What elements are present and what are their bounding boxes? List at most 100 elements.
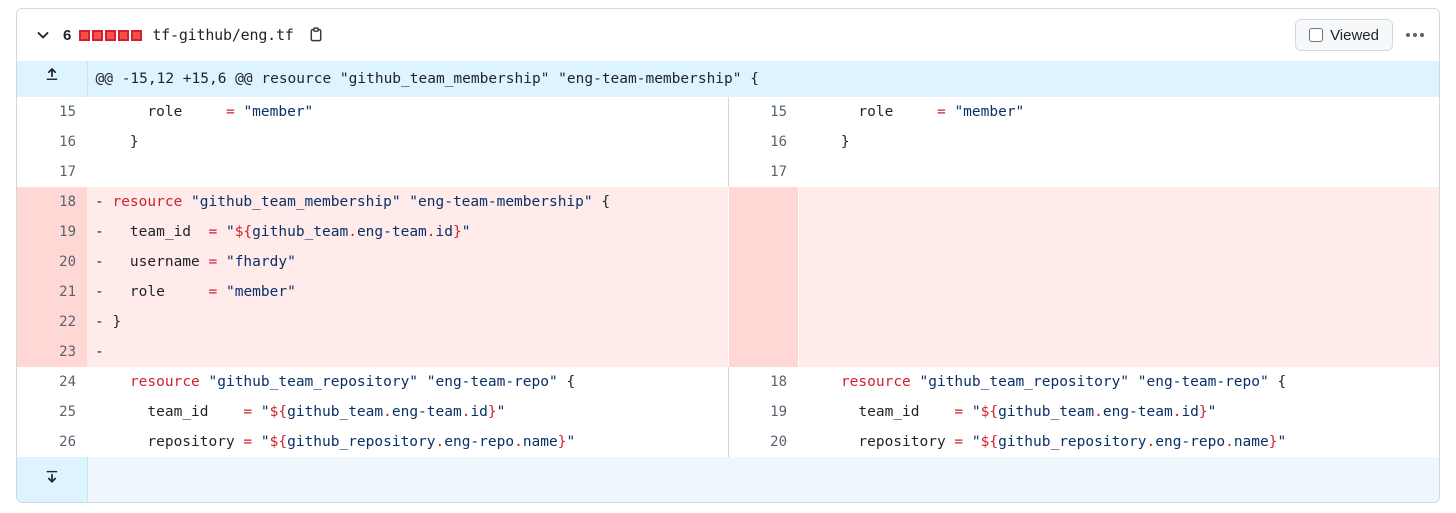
diff-table: @@ -15,12 +15,6 @@ resource "github_team… (17, 61, 1439, 502)
line-number-right[interactable]: 17 (727, 157, 798, 187)
code-token: resource (112, 194, 183, 210)
code-cell-left[interactable]: - team_id = "${github_team.eng-team.id}" (87, 217, 728, 247)
code-token: . (514, 434, 523, 450)
diffstat-block (105, 29, 117, 41)
code-token: "eng-team-repo" (426, 374, 558, 390)
code-cell-left[interactable]: - } (87, 307, 728, 337)
code-token: " (1277, 434, 1287, 450)
code-token: . (1094, 404, 1103, 420)
code-token: } (1198, 404, 1208, 420)
diff-marker: - (95, 224, 113, 240)
code-token: id (1181, 404, 1199, 420)
code-token: { (557, 374, 576, 390)
diff-row-context: 15 role = "member"15 role = "member" (17, 97, 1439, 127)
diff-row-context: 16 }16 } (17, 127, 1439, 157)
code-cell-left[interactable] (87, 157, 728, 187)
line-number-right[interactable]: 19 (727, 397, 798, 427)
diff-row-deletion: 21- role = "member" (17, 277, 1439, 307)
line-number-left[interactable]: 18 (17, 187, 87, 217)
code-cell-right[interactable]: } (798, 127, 1439, 157)
code-token: role (112, 104, 183, 120)
code-token (217, 254, 226, 270)
code-cell-right-blank (797, 187, 1439, 217)
code-cell-right[interactable] (798, 157, 1439, 187)
diffstat-blocks (79, 29, 143, 41)
code-cell-right[interactable]: resource "github_team_repository" "eng-t… (798, 367, 1439, 397)
code-token: = (243, 404, 253, 420)
code-cell-left[interactable]: - role = "member" (87, 277, 728, 307)
line-number-left[interactable]: 25 (17, 397, 87, 427)
diff-marker: - (95, 194, 113, 210)
code-token: github_repository (287, 434, 436, 450)
code-token (182, 194, 191, 210)
line-number-left[interactable]: 24 (17, 367, 87, 397)
code-token: resource (840, 374, 911, 390)
clipboard-copy-icon (310, 27, 322, 42)
file-options-menu-button[interactable] (1399, 19, 1431, 51)
code-token: eng-team (1102, 404, 1173, 420)
expand-down-button[interactable] (17, 457, 88, 502)
line-number-left[interactable]: 16 (17, 127, 87, 157)
kebab-dot (1420, 33, 1424, 37)
line-number-left[interactable]: 19 (17, 217, 87, 247)
code-token: } (1268, 434, 1278, 450)
line-number-left[interactable]: 21 (17, 277, 87, 307)
file-header: 6 tf-github/eng.tf Viewed (17, 9, 1439, 61)
chevron-down-icon (37, 32, 49, 39)
code-cell-left[interactable]: - resource "github_team_membership" "eng… (87, 187, 728, 217)
diff-row-deletion: 20- username = "fhardy" (17, 247, 1439, 277)
code-token (217, 224, 226, 240)
viewed-checkbox[interactable] (1309, 28, 1324, 42)
collapse-file-toggle[interactable] (29, 21, 57, 49)
file-path-label[interactable]: tf-github/eng.tf (152, 26, 294, 44)
code-cell-left[interactable]: resource "github_team_repository" "eng-t… (87, 367, 728, 397)
code-cell-right[interactable]: team_id = "${github_team.eng-team.id}" (798, 397, 1439, 427)
expand-down-icon (46, 470, 57, 483)
code-cell-right-blank (797, 277, 1439, 307)
diff-marker (806, 104, 823, 120)
line-number-left[interactable]: 17 (17, 157, 87, 187)
expand-bottom-fill[interactable] (87, 457, 1439, 502)
code-token (252, 434, 261, 450)
line-number-right[interactable]: 20 (727, 427, 798, 457)
code-cell-right[interactable]: role = "member" (798, 97, 1439, 127)
diff-marker: - (95, 344, 113, 360)
line-number-right[interactable]: 18 (727, 367, 798, 397)
expand-up-button[interactable] (17, 61, 88, 97)
code-token: eng-repo (1155, 434, 1226, 450)
copy-path-button[interactable] (302, 21, 330, 49)
code-token: = (208, 254, 218, 270)
line-number-left[interactable]: 23 (17, 337, 87, 367)
code-cell-left[interactable]: repository = "${github_repository.eng-re… (87, 427, 728, 457)
line-number-left[interactable]: 15 (17, 97, 87, 127)
code-token (165, 284, 209, 300)
expand-up-icon (46, 68, 57, 81)
code-cell-left[interactable]: } (87, 127, 728, 157)
code-cell-right-blank (797, 217, 1439, 247)
code-token: " (260, 434, 270, 450)
code-token: } (487, 404, 497, 420)
diff-row-deletion: 22- } (17, 307, 1439, 337)
code-token: . (426, 224, 436, 240)
viewed-toggle-button[interactable]: Viewed (1295, 19, 1393, 51)
code-token: eng-team (356, 224, 427, 240)
code-token: = (225, 104, 235, 120)
code-cell-right[interactable]: repository = "${github_repository.eng-re… (798, 427, 1439, 457)
code-token: . (461, 404, 471, 420)
diff-marker (806, 164, 823, 180)
line-number-left[interactable]: 20 (17, 247, 87, 277)
diff-row-deletion: 23- (17, 337, 1439, 367)
code-cell-left[interactable]: - username = "fhardy" (87, 247, 728, 277)
line-number-left[interactable]: 22 (17, 307, 87, 337)
line-number-right-blank (727, 307, 798, 337)
code-cell-left[interactable]: - (87, 337, 728, 367)
code-token: { (1268, 374, 1287, 390)
line-number-right[interactable]: 16 (727, 127, 798, 157)
code-cell-left[interactable]: team_id = "${github_team.eng-team.id}" (87, 397, 728, 427)
diff-marker: - (95, 284, 113, 300)
line-number-right[interactable]: 15 (727, 97, 798, 127)
code-token (112, 374, 129, 390)
line-number-right-blank (727, 217, 798, 247)
code-cell-left[interactable]: role = "member" (87, 97, 728, 127)
line-number-left[interactable]: 26 (17, 427, 87, 457)
